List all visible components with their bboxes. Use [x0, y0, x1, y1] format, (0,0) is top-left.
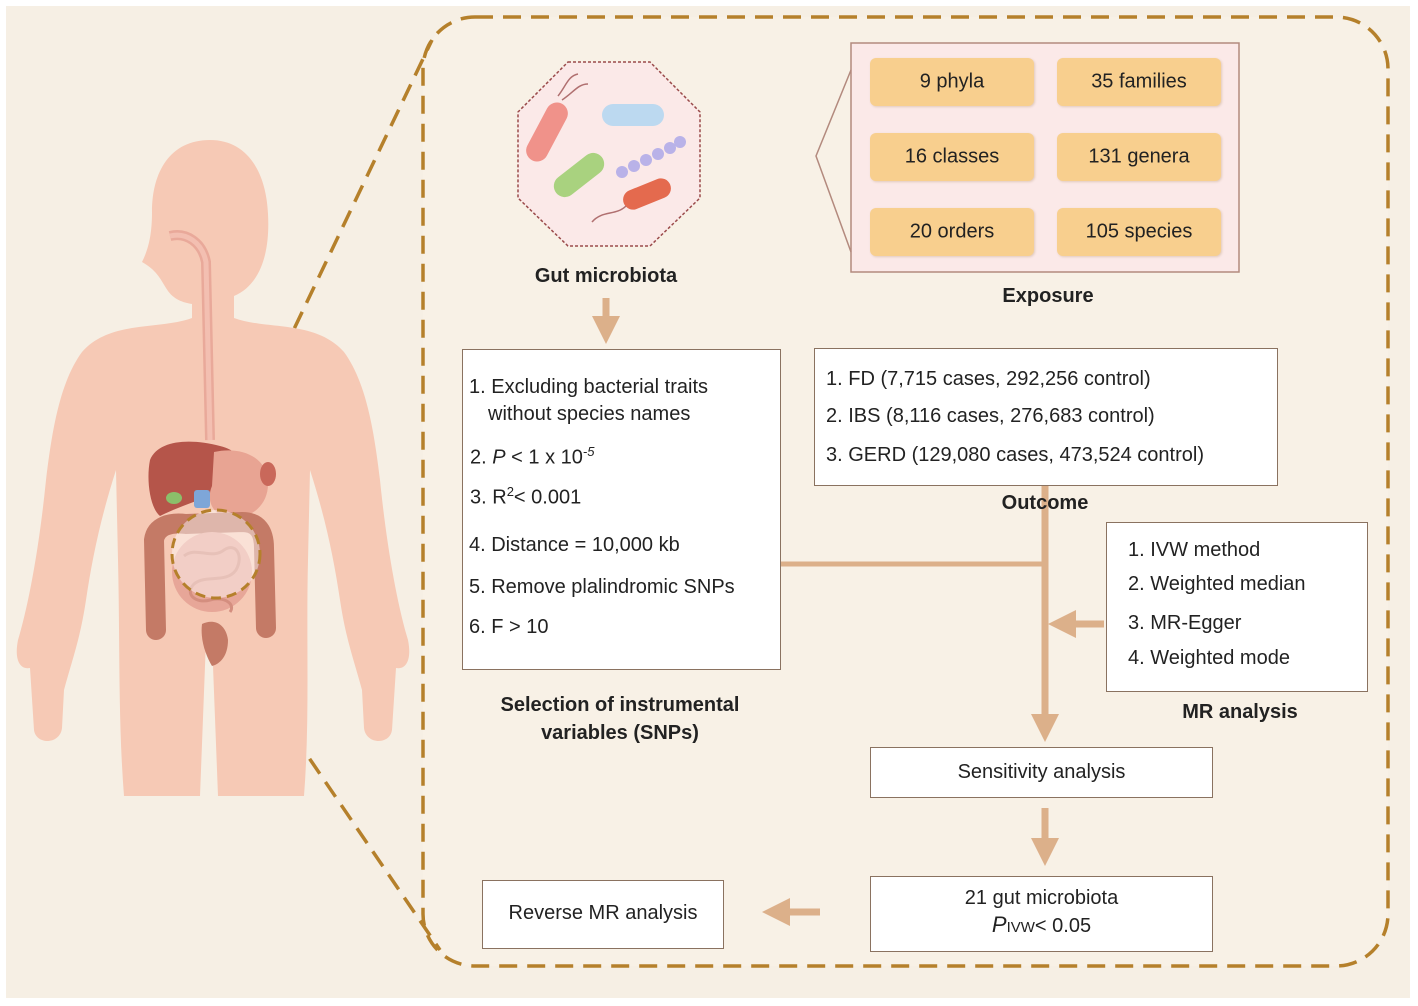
sensitivity-analysis-box [870, 747, 1213, 798]
exposure-label: Exposure [1002, 285, 1094, 307]
outcome-item-fd: 1. FD (7,715 cases, 292,256 control) [826, 368, 1151, 390]
exposure-pill-species: 105 species [1057, 208, 1221, 256]
colon-icon [143, 511, 276, 640]
reverse-mr-label: Reverse MR analysis [508, 902, 698, 924]
exposure-pill-classes: 16 classes [870, 133, 1034, 181]
mr-method-ivw: 1. IVW method [1128, 539, 1261, 561]
exposure-pill-phyla: 9 phyla [870, 58, 1034, 106]
criterion-4: 4. Distance = 10,000 kb [469, 534, 680, 556]
reverse-mr-box [482, 880, 724, 949]
mr-analysis-box [1106, 522, 1368, 692]
exposure-pill-families: 35 families [1057, 58, 1221, 106]
criterion-1-line2: without species names [488, 403, 691, 425]
criterion-5: 5. Remove plalindromic SNPs [469, 576, 735, 598]
outcome-item-ibs: 2. IBS (8,116 cases, 276,683 control) [826, 405, 1155, 427]
sensitivity-analysis-label: Sensitivity analysis [957, 761, 1126, 783]
criterion-2-text: < 1 x 10 [511, 446, 583, 469]
exposure-pill-orders: 20 orders [870, 208, 1034, 256]
result-line1: 21 gut microbiota [964, 887, 1119, 909]
mr-method-weighted-mode: 4. Weighted mode [1128, 647, 1290, 669]
result-box [870, 876, 1213, 952]
outcome-box [814, 348, 1278, 486]
mr-analysis-label: MR analysis [1182, 701, 1298, 723]
magnifier-circle [170, 508, 262, 600]
mr-method-mr-egger: 3. MR-Egger [1128, 612, 1242, 634]
stomach-icon [209, 450, 268, 519]
criterion-3-text: 3. R [470, 486, 507, 509]
criterion-1-line1: 1. Excluding bacterial traits [469, 376, 709, 398]
criterion-3-rest: < 0.001 [513, 486, 582, 509]
exposure-callout-wedge [815, 69, 852, 253]
mr-method-weighted-median: 2. Weighted median [1128, 573, 1306, 595]
result-comparison: < 0.05 [1034, 915, 1092, 937]
human-body-icon [16, 140, 410, 796]
criterion-2-exponent: -5 [582, 444, 595, 459]
selection-title-line2: variables (SNPs) [541, 722, 699, 744]
criterion-2: 2. P < 1 x 10-5 [470, 445, 594, 468]
bacteria-icon [517, 61, 701, 247]
criterion-2-symbol: P [492, 446, 506, 469]
exposure-pill-genera: 131 genera [1057, 133, 1221, 181]
outcome-label: Outcome [1001, 492, 1089, 514]
gut-microbiota-label: Gut microbiota [534, 265, 678, 287]
result-symbol: P [991, 912, 1007, 937]
criterion-3: 3. R2< 0.001 [470, 485, 581, 508]
criterion-3-exponent: 2 [506, 484, 514, 499]
selection-title-line1: Selection of instrumental [500, 694, 740, 716]
result-line2: PIVW< 0.05 [870, 912, 1213, 937]
criterion-6: 6. F > 10 [469, 616, 549, 638]
selection-criteria-box [462, 349, 781, 670]
outcome-item-gerd: 3. GERD (129,080 cases, 473,524 control) [826, 444, 1204, 466]
criterion-2-prefix: 2. [470, 446, 487, 469]
result-subscript: IVW [1006, 919, 1035, 936]
